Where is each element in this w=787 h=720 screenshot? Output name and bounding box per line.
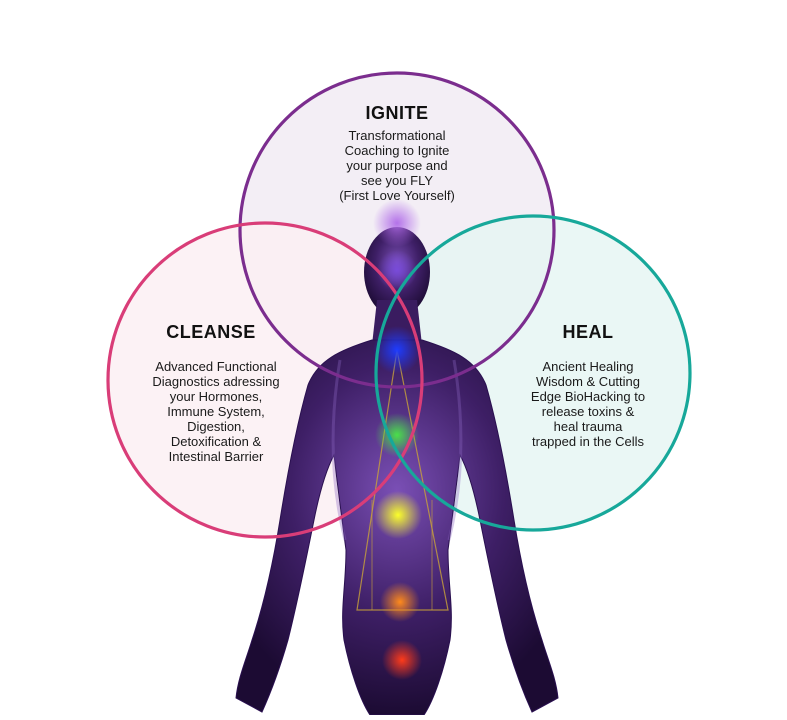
ignite-title: IGNITE: [365, 103, 429, 123]
chakra-solar-plexus: [374, 491, 422, 539]
chakra-third-eye: [377, 250, 417, 290]
cleanse-circle-outline: [106, 221, 424, 539]
chakra-throat: [373, 326, 421, 374]
heal-title: HEAL: [562, 322, 614, 342]
cleanse-description: Advanced Functional Diagnostics adressin…: [152, 359, 280, 464]
chakra-root: [382, 640, 422, 680]
chakra-crown: [373, 199, 421, 247]
heal-circle-outline: [374, 214, 692, 532]
chakra-sacral: [380, 582, 420, 622]
ignite-circle-outline: [238, 71, 556, 389]
ignite-description: Transformational Coaching to Ignite your…: [339, 128, 455, 203]
heal-description: Ancient Healing Wisdom & Cutting Edge Bi…: [530, 359, 646, 449]
cleanse-title: CLEANSE: [166, 322, 256, 342]
